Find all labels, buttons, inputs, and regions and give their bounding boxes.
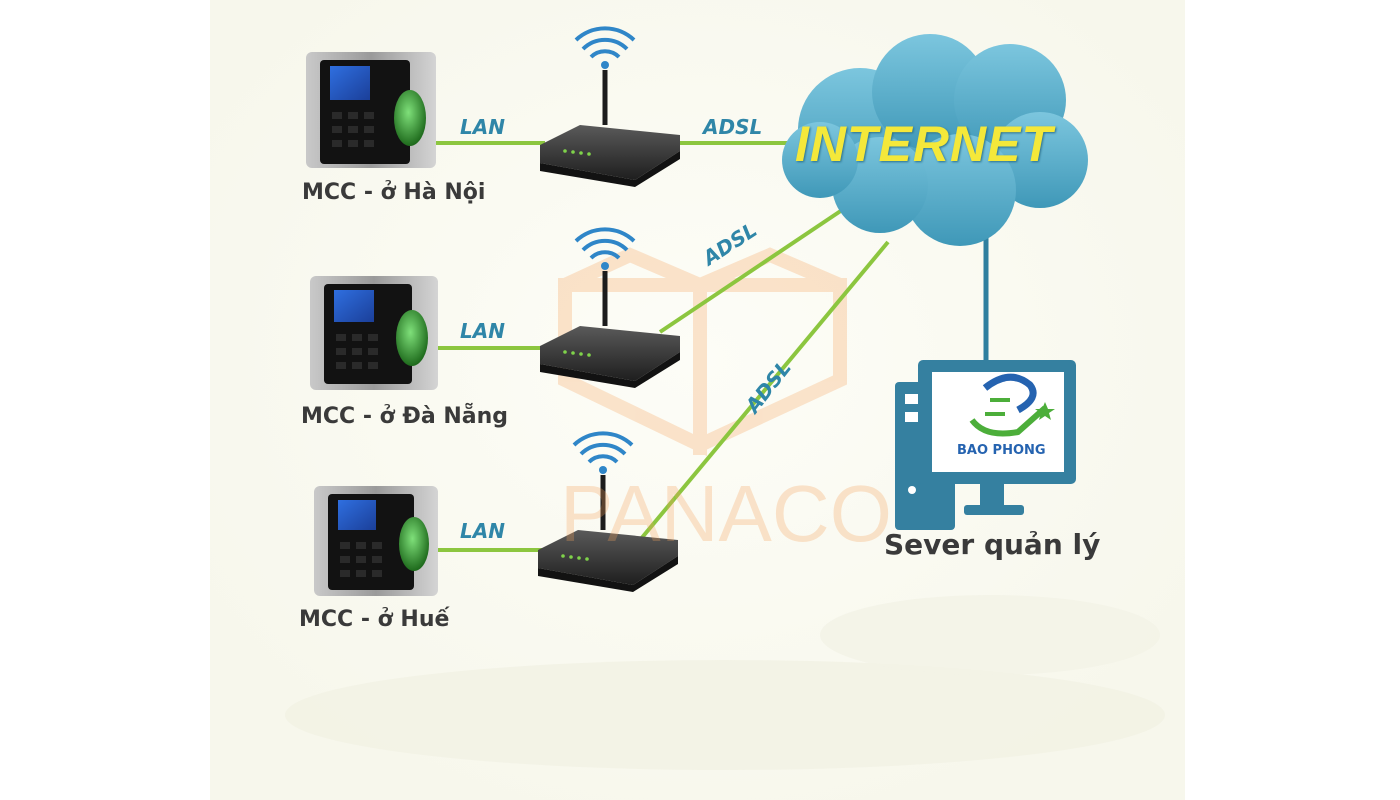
floor-shadow <box>820 595 1160 675</box>
mcc-device-danang <box>310 276 438 390</box>
fingerprint-sensor-icon <box>394 90 426 146</box>
mcc-device-hanoi <box>306 52 436 168</box>
lan-label-danang: LAN <box>460 319 505 343</box>
internet-label: INTERNET <box>795 115 1053 173</box>
server-label: Sever quản lý <box>884 528 1100 561</box>
fingerprint-sensor-icon <box>396 310 428 366</box>
bao-phong-logo-text: BAO PHONG <box>957 443 1046 458</box>
mcc-device-hue <box>314 486 438 596</box>
panaco-watermark-text: PANACO <box>560 468 892 560</box>
fingerprint-sensor-icon <box>399 517 429 571</box>
mcc-label-hanoi: MCC - ở Hà Nội <box>302 180 485 205</box>
floor-shadow <box>285 660 1165 770</box>
lan-label-hanoi: LAN <box>460 115 505 139</box>
adsl-label-hanoi: ADSL <box>703 115 762 139</box>
lan-label-hue: LAN <box>460 519 505 543</box>
mcc-label-danang: MCC - ở Đà Nẵng <box>301 404 508 429</box>
mcc-label-hue: MCC - ở Huế <box>299 607 449 632</box>
